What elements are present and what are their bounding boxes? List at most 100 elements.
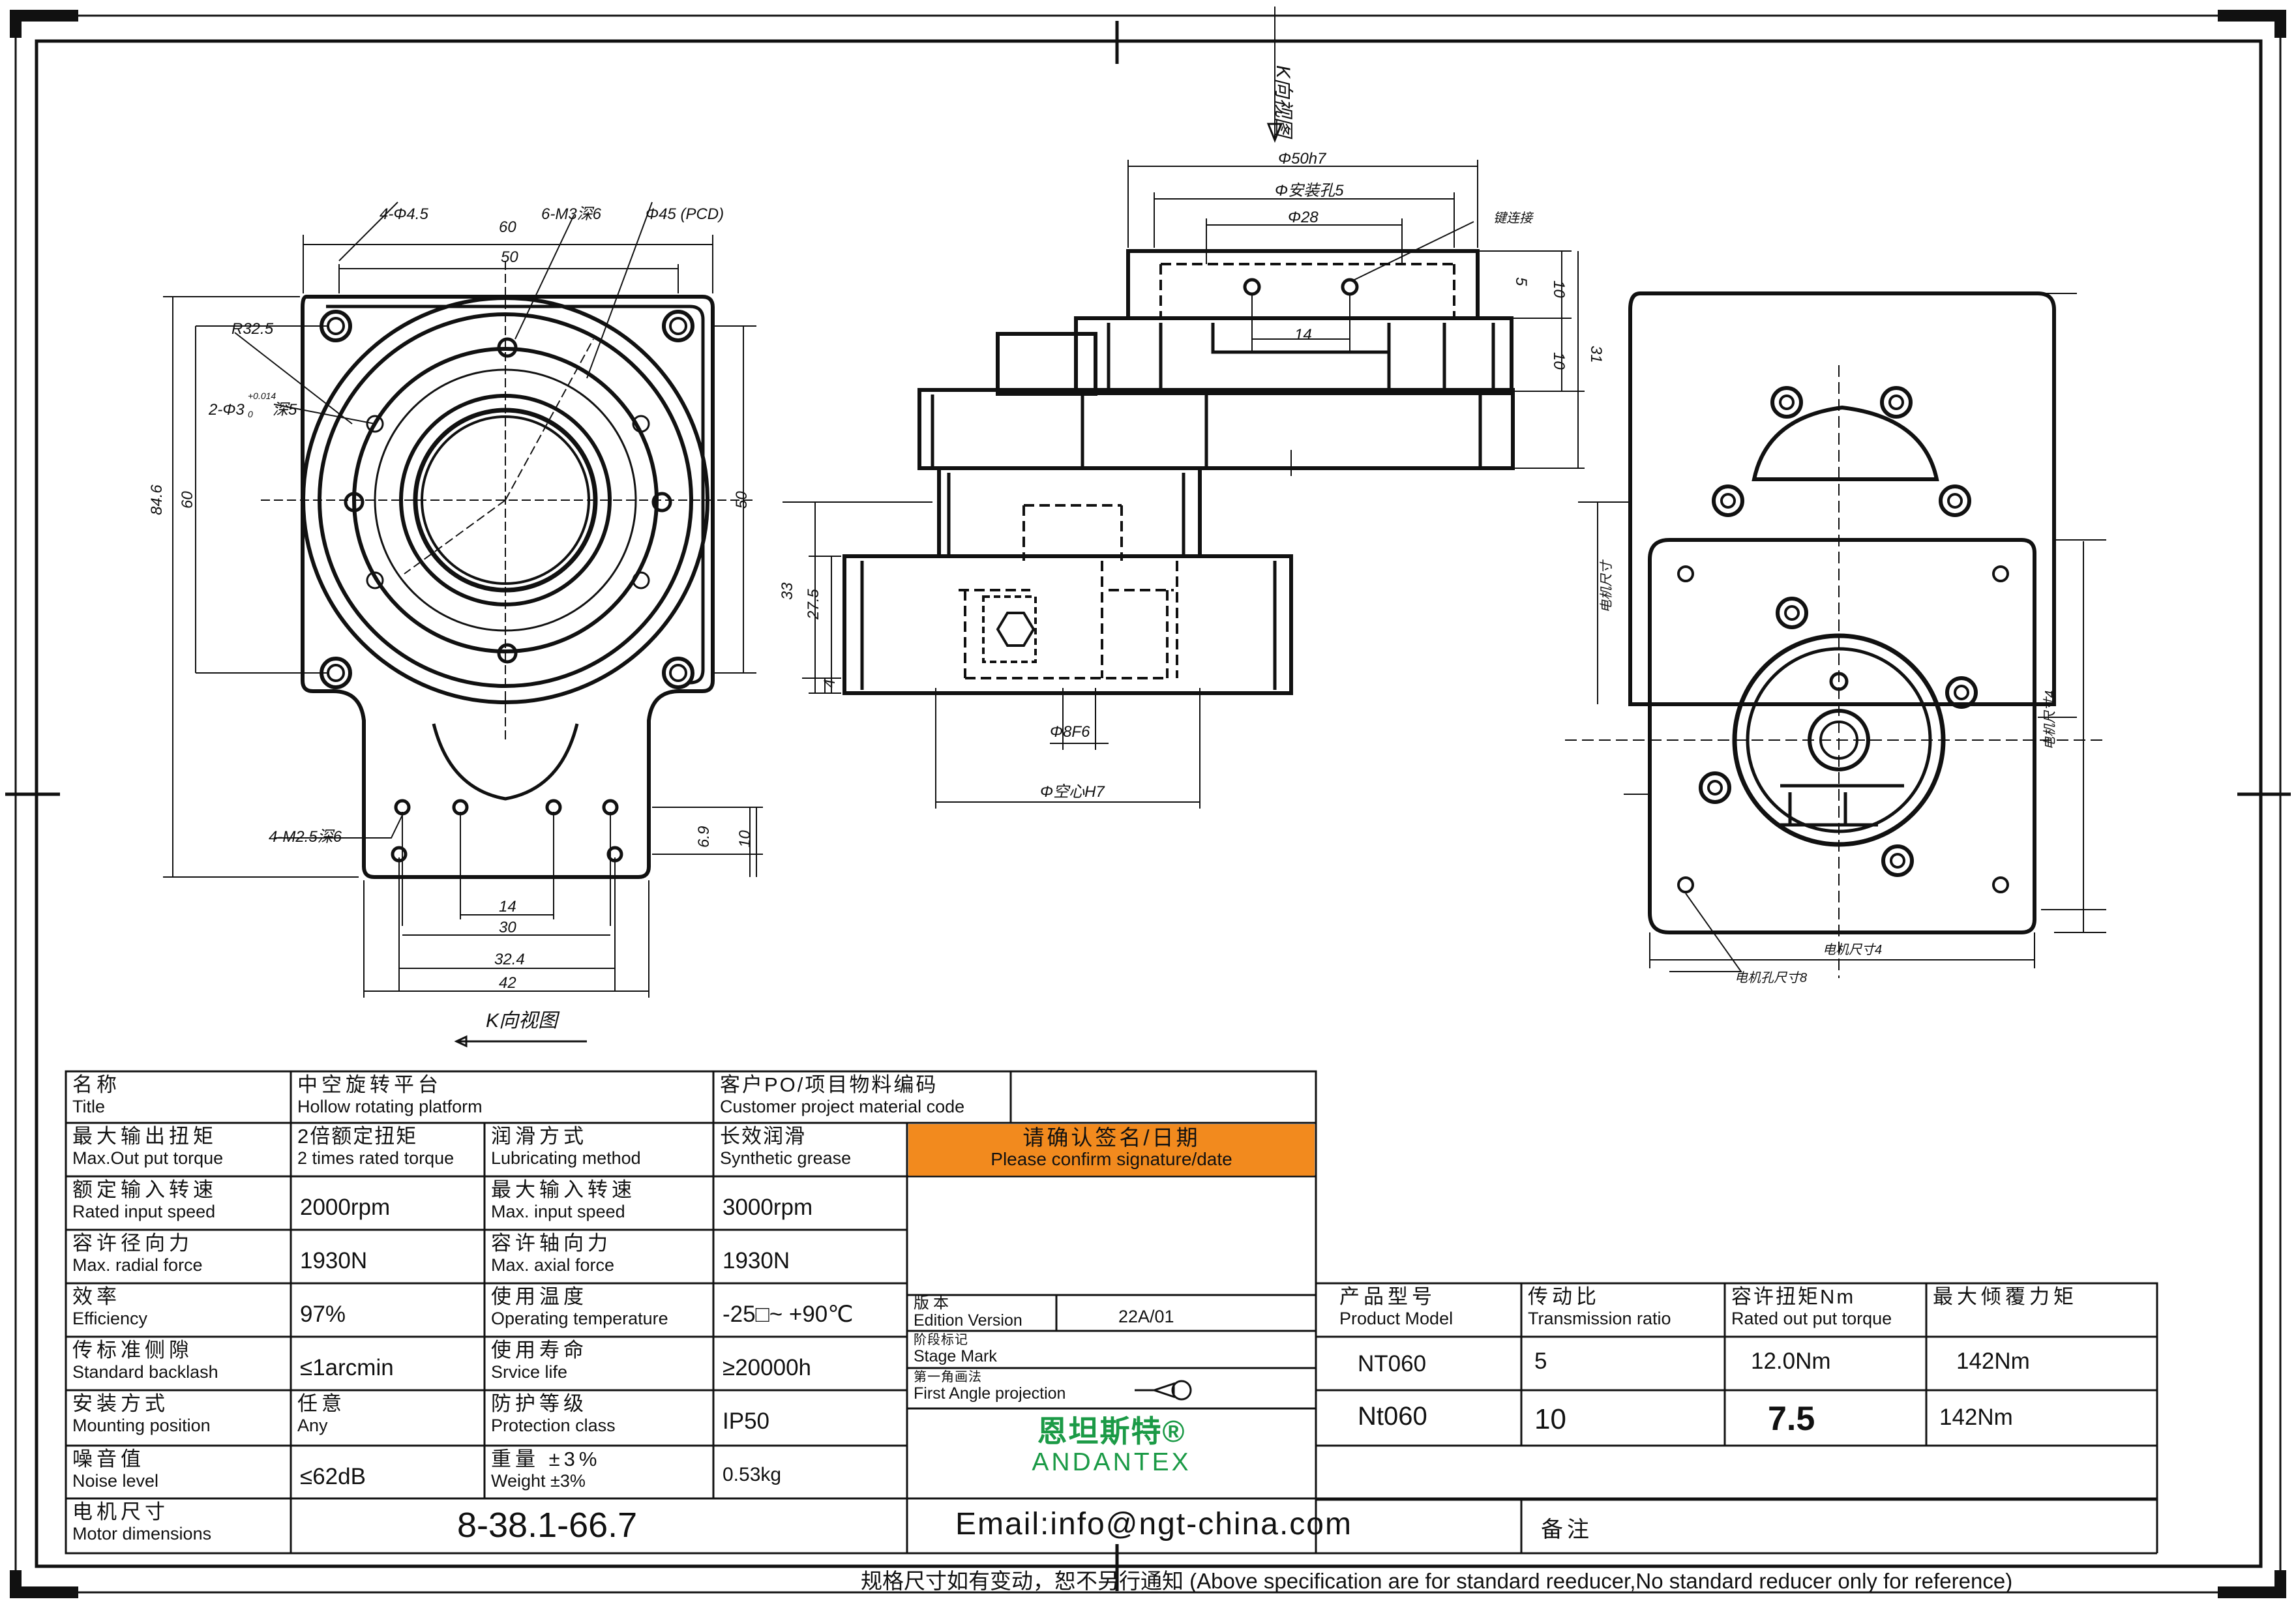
callout-motor-hole: 电机孔尺寸8: [1735, 971, 1807, 985]
dim-14: 14: [499, 898, 516, 916]
callout-key: 键连接: [1493, 211, 1534, 226]
footer-disclaimer: 规格尺寸如有变动，恕不另行通知 (Above specification are…: [861, 1569, 2013, 1593]
dim-33: 33: [779, 582, 796, 600]
model-row-2-tilt: 142Nm: [1939, 1405, 2013, 1430]
dim-10a: 10: [1550, 280, 1568, 298]
dim-phi50: Φ50h7: [1278, 150, 1327, 168]
dim-60-left: 60: [179, 491, 196, 509]
middle-view: [783, 7, 1585, 809]
axial-force-value: 1930N: [723, 1248, 790, 1273]
dim-phi8: Φ8F6: [1050, 723, 1090, 741]
view-label-k-mid: K向视图: [1272, 65, 1294, 140]
brand-logo: 恩坦斯特® ANDANTEX: [1032, 1414, 1191, 1476]
dim-60-top: 60: [499, 218, 516, 236]
model-row-2-model: Nt060: [1358, 1402, 1427, 1431]
contact-email: Email:info@ngt-china.com: [955, 1507, 1352, 1541]
service-life-value: ≥20000h: [723, 1355, 812, 1380]
callout-tol-lower: 0: [248, 409, 253, 419]
dim-42: 42: [499, 974, 516, 992]
dim-50-right: 50: [733, 491, 751, 509]
callout-pcd: Φ45 (PCD): [646, 205, 724, 223]
callout-tol-upper: +0.014: [248, 391, 276, 401]
dim-14m: 14: [1294, 326, 1312, 344]
outer-frame: [14, 14, 2282, 1594]
right-view: [1565, 291, 2106, 978]
dim-motor-right: 电机尺寸4: [2043, 691, 2057, 750]
dim-motor-bottom: 电机尺寸4: [1823, 943, 1882, 957]
notes-label: 备注: [1541, 1517, 1593, 1542]
callout-r32: R32.5: [231, 320, 274, 338]
efficiency-value: 97%: [300, 1302, 346, 1327]
dim-84: 84.6: [148, 484, 166, 515]
frame-corners: [10, 10, 2286, 1598]
tilting-moment-header: 最大倾覆力矩: [1933, 1285, 2078, 1308]
callout-4-m25: 4-M2.5深6: [269, 828, 342, 846]
rated-input-speed-value: 2000rpm: [300, 1195, 391, 1220]
dim-phi-mount: Φ安装孔5: [1275, 182, 1344, 200]
dim-5: 5: [1512, 277, 1530, 286]
model-row-2-torque: 7.5: [1768, 1400, 1815, 1438]
dim-phi28: Φ28: [1288, 209, 1319, 226]
dim-30: 30: [499, 919, 516, 936]
model-row-1-torque: 12.0Nm: [1751, 1348, 1831, 1374]
frame-center-ticks: [5, 21, 2291, 1591]
left-view: [163, 201, 763, 1048]
motor-dimensions-value: 8-38.1-66.7: [457, 1506, 638, 1545]
dim-phi-hollow: Φ空心H7: [1040, 783, 1105, 801]
dim-31: 31: [1587, 346, 1605, 363]
callout-depth5: 深5: [273, 401, 297, 419]
model-row-1-tilt: 142Nm: [1956, 1348, 2030, 1374]
model-row-2-ratio: 10: [1534, 1403, 1566, 1435]
max-input-speed-value: 3000rpm: [723, 1195, 813, 1220]
callout-6-m3: 6-M3深6: [541, 205, 602, 223]
dim-motor-left: 电机尺寸: [1600, 559, 1614, 613]
weight-value: 0.53kg: [723, 1464, 782, 1485]
dim-4: 4: [821, 679, 839, 688]
edition-value: 22A/01: [1118, 1307, 1174, 1326]
dim-27: 27.5: [805, 589, 822, 620]
table-grid: [65, 1070, 2158, 1555]
noise-value: ≤62dB: [300, 1464, 366, 1489]
callout-4-holes: 4-Φ4.5: [380, 205, 428, 223]
radial-force-value: 1930N: [300, 1248, 368, 1273]
view-label-k-left: K向视图: [486, 1010, 560, 1032]
model-row-1-ratio: 5: [1534, 1348, 1547, 1374]
operating-temp-value: -25□~ +90℃: [723, 1302, 854, 1327]
backlash-value: ≤1arcmin: [300, 1355, 394, 1380]
dim-32: 32.4: [494, 951, 525, 968]
dim-10: 10: [736, 830, 754, 848]
dim-50-top: 50: [501, 248, 518, 266]
protection-value: IP50: [723, 1408, 769, 1434]
dim-6-9: 6.9: [695, 826, 713, 848]
model-row-1-model: NT060: [1358, 1351, 1427, 1377]
inner-frame: [35, 39, 2263, 1568]
dim-10b: 10: [1550, 352, 1568, 370]
